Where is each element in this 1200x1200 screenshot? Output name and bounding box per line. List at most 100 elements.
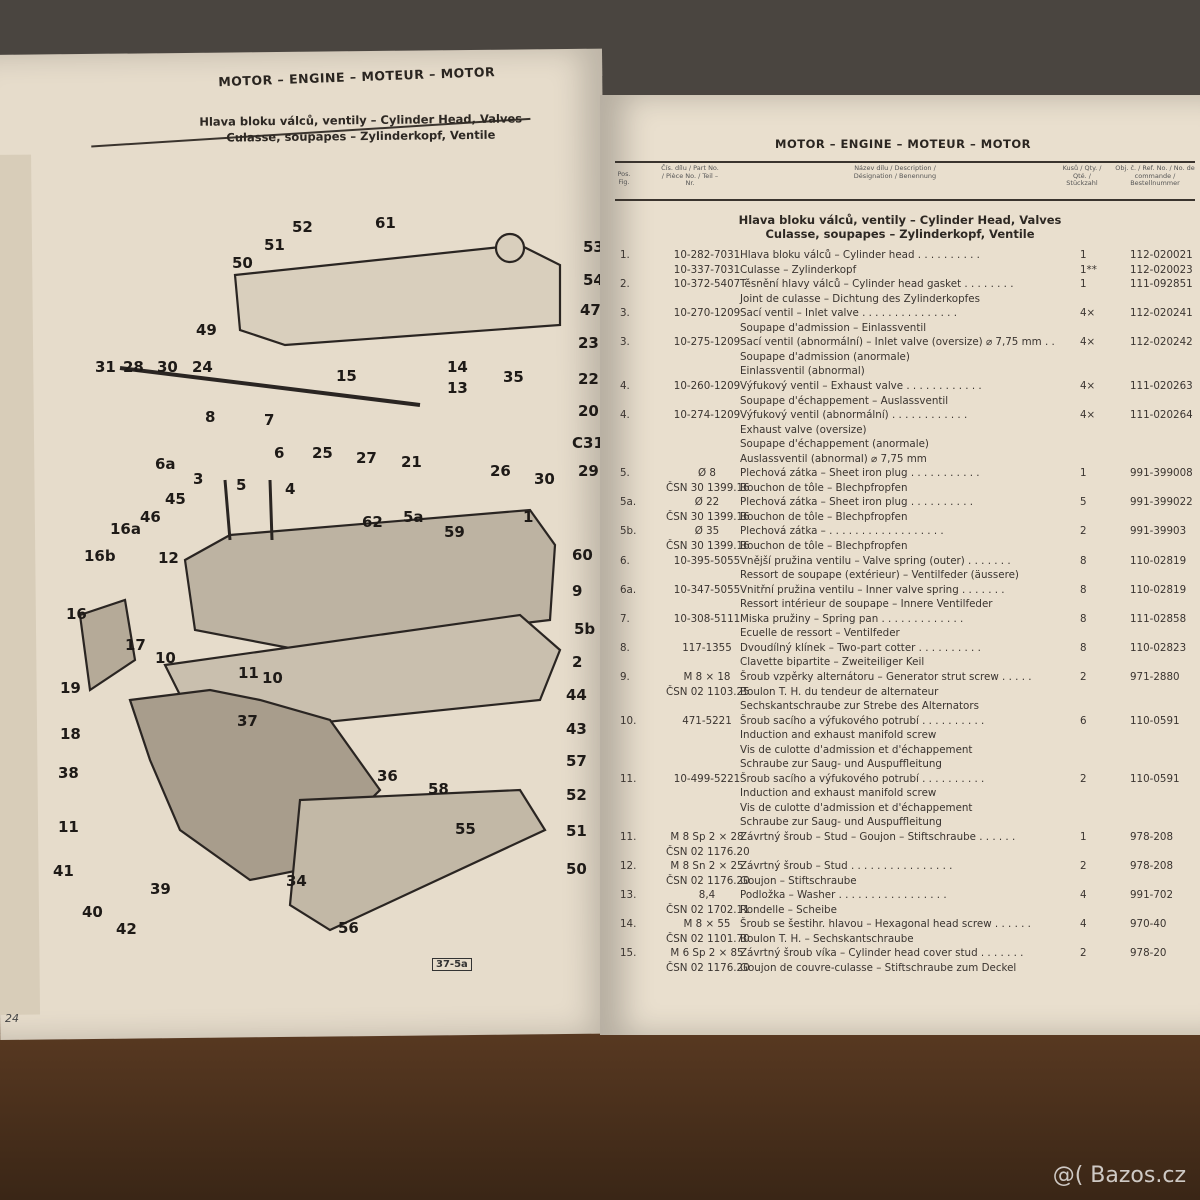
table-row: Induction and exhaust manifold screw: [600, 729, 1200, 743]
row-qty: 1: [1080, 467, 1087, 480]
table-row: ČSN 02 1176.20: [600, 846, 1200, 860]
table-header-rule-bottom: [615, 199, 1195, 201]
callout-label: 16: [66, 605, 87, 623]
row-description: Einlassventil (abnormal): [740, 365, 865, 378]
callout-label: 4: [285, 480, 295, 498]
callout-label: 1: [523, 508, 533, 526]
callout-label: 22: [578, 370, 599, 388]
callout-label: 50: [566, 860, 587, 878]
callout-label: 21: [401, 453, 422, 471]
row-description: Dvoudílný klínek – Two-part cotter . . .…: [740, 641, 981, 654]
callout-label: 53: [583, 238, 600, 256]
row-part-no: 8,4: [698, 889, 716, 902]
row-pos: 1.: [620, 249, 630, 261]
row-ref-no: 971-2880: [1130, 670, 1180, 683]
row-description: Boulon T. H. du tendeur de alternateur: [740, 685, 939, 698]
row-pos: 6a.: [620, 583, 637, 596]
row-pos: 7.: [620, 612, 630, 625]
row-ref-no: 110-0591: [1130, 772, 1180, 785]
callout-label: 50: [232, 254, 253, 272]
row-qty: 8: [1080, 554, 1087, 567]
col-header-pos: Pos. Fig.: [617, 170, 631, 186]
row-ref-no: 112-020241: [1130, 307, 1193, 320]
callout-label: 5b: [574, 620, 595, 638]
callout-label: 10: [262, 669, 283, 687]
row-description: Joint de culasse – Dichtung des Zylinder…: [740, 292, 980, 305]
callout-label: 12: [158, 549, 179, 567]
row-description: Bouchon de tôle – Blechpfropfen: [740, 510, 908, 523]
right-page: MOTOR – ENGINE – MOTEUR – MOTOR Pos. Fig…: [600, 95, 1200, 1035]
row-ref-no: 991-399022: [1130, 496, 1193, 509]
callout-label: 5a: [403, 508, 424, 526]
row-description: Plechová zátka – Sheet iron plug . . . .…: [740, 467, 980, 480]
row-description: Plechová zátka – Sheet iron plug . . . .…: [740, 496, 974, 509]
callout-label: 37: [237, 712, 258, 730]
row-qty: 1: [1080, 249, 1087, 261]
row-description: Závrtný šroub – Stud – Goujon – Stiftsch…: [740, 831, 1016, 843]
row-description: Podložka – Washer . . . . . . . . . . . …: [740, 889, 947, 902]
callout-label: 41: [53, 862, 74, 880]
callout-label: 59: [444, 523, 465, 541]
watermark: @( Bazos.cz: [1052, 1163, 1186, 1188]
callout-label: 58: [428, 780, 449, 798]
callout-label: 43: [566, 720, 587, 738]
callout-label: 10: [155, 649, 176, 667]
row-pos: 5b.: [620, 525, 637, 538]
row-part-no: ČSN 02 1101.70: [666, 932, 750, 945]
callout-label: 55: [455, 820, 476, 838]
row-part-no: ČSN 30 1399.16: [666, 481, 750, 494]
row-pos: 8.: [620, 641, 630, 654]
callout-label: 42: [116, 920, 137, 938]
row-pos: 5a.: [620, 496, 637, 509]
callout-label: 57: [566, 752, 587, 770]
row-qty: 2: [1080, 670, 1087, 683]
row-part-no: 10-260-1209: [673, 379, 741, 392]
row-ref-no: 991-702: [1130, 889, 1174, 902]
table-row: Soupape d'admission – Einlassventil: [600, 322, 1200, 336]
row-part-no: M 8 Sp 2 × 28: [670, 831, 744, 843]
row-pos: 11.: [620, 831, 637, 843]
row-ref-no: 991-399008: [1130, 467, 1193, 480]
row-part-no: Ø 8: [698, 467, 716, 480]
row-ref-no: 111-02858: [1130, 612, 1187, 625]
row-ref-no: 111-020263: [1130, 379, 1193, 392]
row-part-no: M 8 Sn 2 × 25: [670, 860, 744, 873]
row-qty: 6: [1080, 714, 1087, 727]
row-part-no: ČSN 02 1176.20: [666, 874, 750, 887]
row-ref-no: 978-20: [1130, 947, 1167, 960]
row-part-no: ČSN 02 1176.20: [666, 845, 750, 858]
row-description: Soupape d'admission – Einlassventil: [740, 321, 927, 334]
row-qty: 8: [1080, 612, 1087, 625]
row-description: Soupape d'échappement – Auslassventil: [740, 394, 949, 407]
row-description: Bouchon de tôle – Blechpfropfen: [740, 481, 908, 494]
col-header-part: Čís. dílu / Part No. / Pièce No. / Teil …: [661, 164, 719, 187]
row-part-no: ČSN 02 1702.11: [666, 903, 750, 916]
table-row: Ressort de soupape (extérieur) – Ventilf…: [600, 569, 1200, 583]
callout-label: 28: [123, 358, 144, 376]
row-qty: 1: [1080, 831, 1087, 843]
right-page-header: MOTOR – ENGINE – MOTEUR – MOTOR: [775, 137, 1031, 151]
table-row: Schraube zur Saug- und Auspuffleitung: [600, 816, 1200, 830]
table-row: Einlassventil (abnormal): [600, 365, 1200, 379]
row-part-no: M 8 × 55: [683, 918, 731, 931]
row-description: Ressort intérieur de soupape – Innere Ve…: [740, 598, 993, 611]
callout-label: 8: [205, 408, 215, 426]
row-part-no: 10-275-1209: [673, 336, 741, 349]
callout-label: 60: [572, 546, 593, 564]
callout-label: 18: [60, 725, 81, 743]
callout-label: 24: [192, 358, 213, 376]
callout-label: 16a: [110, 520, 141, 538]
row-ref-no: 970-40: [1130, 918, 1167, 931]
